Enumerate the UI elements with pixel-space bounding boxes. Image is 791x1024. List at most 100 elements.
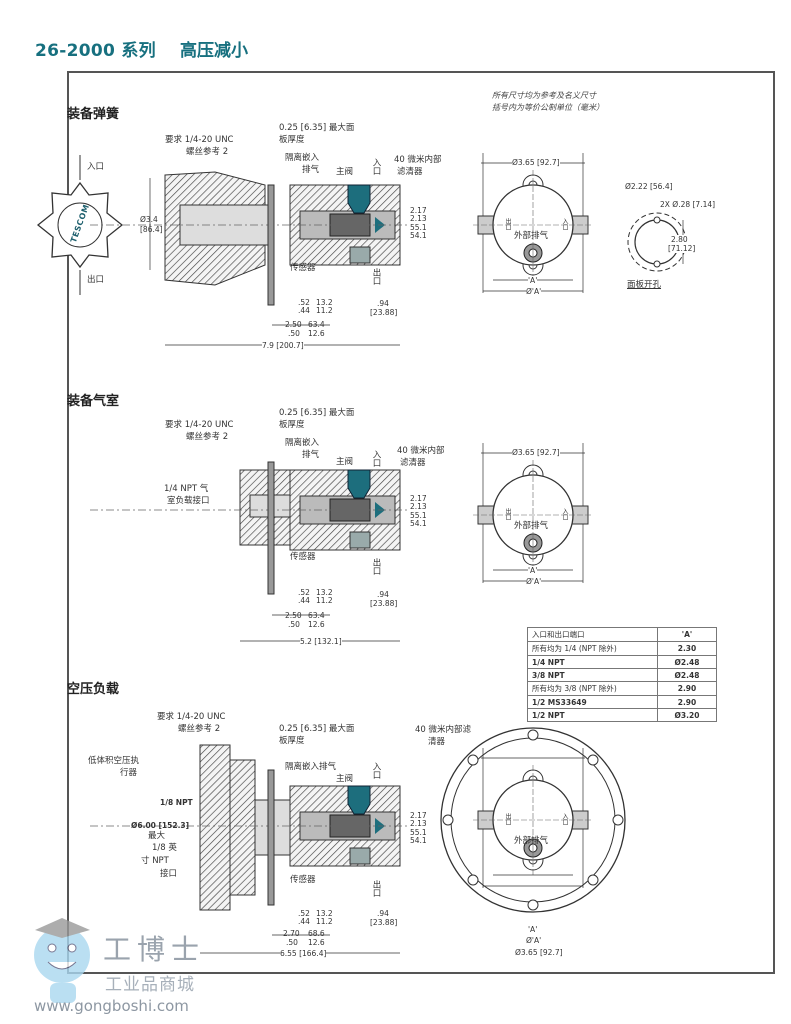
label-filter: 40 微米内部	[397, 446, 445, 456]
cell-port: 1/2 MS33649	[527, 695, 658, 709]
dim-actuator-diameter: Ø6.00 [152.3]	[131, 821, 190, 830]
dim-3ma: 63.4	[308, 611, 325, 620]
dim-1b: .44	[298, 306, 310, 315]
note-line-1: 所有尺寸均为参考及名义尺寸	[492, 91, 596, 100]
label-outlet: 出口	[371, 558, 381, 575]
end-view-inlet: 入口	[561, 813, 568, 825]
label-plate: 0.25 [6.35] 最大面	[279, 123, 355, 133]
end-view-exhaust: 外部排气	[514, 836, 549, 846]
label-plate-thickness: 板厚度	[279, 736, 305, 746]
label-port: 1/8 英	[152, 843, 177, 853]
dim-port-mm-max: 55.1	[410, 223, 427, 232]
end-view-diameter: Ø3.65 [92.7]	[512, 448, 560, 457]
dim-1ma: 13.2	[316, 909, 333, 918]
dim-3b: .50	[288, 329, 300, 338]
dim-3mb: 12.6	[308, 938, 325, 947]
end-view-a: 'A'	[528, 276, 538, 285]
label-plate: 0.25 [6.35] 最大面	[279, 724, 355, 734]
label-outlet: 出口	[371, 268, 381, 285]
dim-1a: .52	[298, 298, 310, 307]
label-main-valve: 主阀	[336, 457, 354, 467]
label-npt-1-8: 1/8 NPT	[160, 798, 193, 807]
label-screw: 要求 1/4-20 UNC	[157, 712, 226, 722]
drawing-frame	[67, 71, 775, 974]
cutout-diameter: Ø2.22 [56.4]	[625, 182, 673, 191]
dim-3ma: 68.6	[308, 929, 325, 938]
series-title: 26-2000 系列	[35, 41, 156, 61]
dim-port-min: 2.13	[410, 819, 427, 828]
header-a: 'A'	[657, 627, 717, 642]
dim-2: .94	[377, 590, 389, 599]
label-plate-thickness: 板厚度	[279, 420, 305, 430]
section-heading-dome: 装备气室	[67, 394, 120, 409]
cutout-caption: 面板开孔	[627, 280, 662, 290]
label-inlet: 入口	[371, 450, 381, 467]
ports-table: 入口和出口端口'A' 所有均为 1/4 (NPT 除外)2.30 1/4 NPT…	[527, 627, 717, 722]
cell-a: 2.30	[657, 641, 717, 656]
label-sensor: 传感器	[290, 875, 316, 885]
cutout-holes: 2X Ø.28 [7.14]	[660, 200, 716, 209]
table-row: 所有均为 3/8 (NPT 除外)2.90	[527, 681, 717, 696]
label-exhaust: 排气	[302, 165, 320, 175]
knob-inlet-label: 入口	[87, 162, 105, 172]
dim-diameter: Ø3.4	[140, 215, 158, 224]
label-main-valve: 主阀	[336, 167, 354, 177]
end-view-dia-a: Ø'A'	[526, 936, 542, 945]
cell-port: 1/2 NPT	[527, 708, 658, 722]
label-filter-2: 滤清器	[400, 458, 426, 468]
end-view-outlet: 出口	[504, 813, 511, 825]
end-view-a: 'A'	[528, 925, 538, 934]
table-row: 所有均为 1/4 (NPT 除外)2.30	[527, 641, 717, 656]
label-vent: 隔离嵌入	[285, 438, 320, 448]
note-line-2: 括号内为等价公制单位（毫米）	[492, 103, 604, 112]
dim-1ma: 13.2	[316, 298, 333, 307]
label-sensor: 传感器	[290, 552, 316, 562]
end-view-dia-a: Ø'A'	[526, 287, 542, 296]
label-vent: 隔离嵌入排气	[285, 762, 337, 772]
cell-port: 所有均为 1/4 (NPT 除外)	[527, 641, 658, 656]
label-plate-thickness: 板厚度	[279, 135, 305, 145]
header-ports: 入口和出口端口	[527, 627, 658, 642]
dim-1b: .44	[298, 596, 310, 605]
label-main-valve: 主阀	[336, 774, 354, 784]
end-view-exhaust: 外部排气	[514, 521, 549, 531]
dim-port-mm-min: 54.1	[410, 231, 427, 240]
end-view-outlet: 出口	[504, 218, 511, 230]
dim-2-mm: [23.88]	[370, 918, 398, 927]
label-screw-ref: 螺丝参考 2	[178, 724, 221, 734]
dim-port-mm-min: 54.1	[410, 836, 427, 845]
dim-3ma: 63.4	[308, 320, 325, 329]
dim-port-max: 2.17	[410, 206, 427, 215]
label-filter: 40 微米内部	[394, 155, 442, 165]
label-inlet: 入口	[371, 158, 381, 175]
cell-port: 所有均为 3/8 (NPT 除外)	[527, 681, 658, 696]
cutout-distance-mm: [71.12]	[668, 244, 696, 253]
label-inlet: 入口	[371, 762, 381, 779]
dim-3b: .50	[288, 620, 300, 629]
cell-a: Ø2.48	[657, 668, 717, 682]
label-filter: 40 微米内部滤	[415, 725, 472, 735]
end-view-outlet: 出口	[504, 508, 511, 520]
end-view-inlet: 入口	[561, 508, 568, 520]
label-screw: 要求 1/4-20 UNC	[165, 135, 234, 145]
dim-1mb: 11.2	[316, 596, 333, 605]
label-screw-ref: 螺丝参考 2	[186, 147, 229, 157]
cell-a: Ø2.48	[657, 655, 717, 669]
label-screw-ref: 螺丝参考 2	[186, 432, 229, 442]
label-vent: 隔离嵌入	[285, 153, 320, 163]
dim-overall: 7.9 [200.7]	[262, 341, 304, 350]
label-exhaust: 排气	[302, 450, 320, 460]
dim-1mb: 11.2	[316, 306, 333, 315]
knob-outlet-label: 出口	[87, 275, 105, 285]
dim-1b: .44	[298, 917, 310, 926]
table-header-row: 入口和出口端口'A'	[527, 627, 717, 642]
dim-3mb: 12.6	[308, 329, 325, 338]
cutout-distance: 2.80	[671, 235, 688, 244]
cell-port: 1/4 NPT	[527, 655, 658, 669]
label-outlet: 出口	[371, 880, 381, 897]
dim-port-mm-min: 54.1	[410, 519, 427, 528]
watermark-url: www.gongboshi.com	[34, 997, 189, 1015]
